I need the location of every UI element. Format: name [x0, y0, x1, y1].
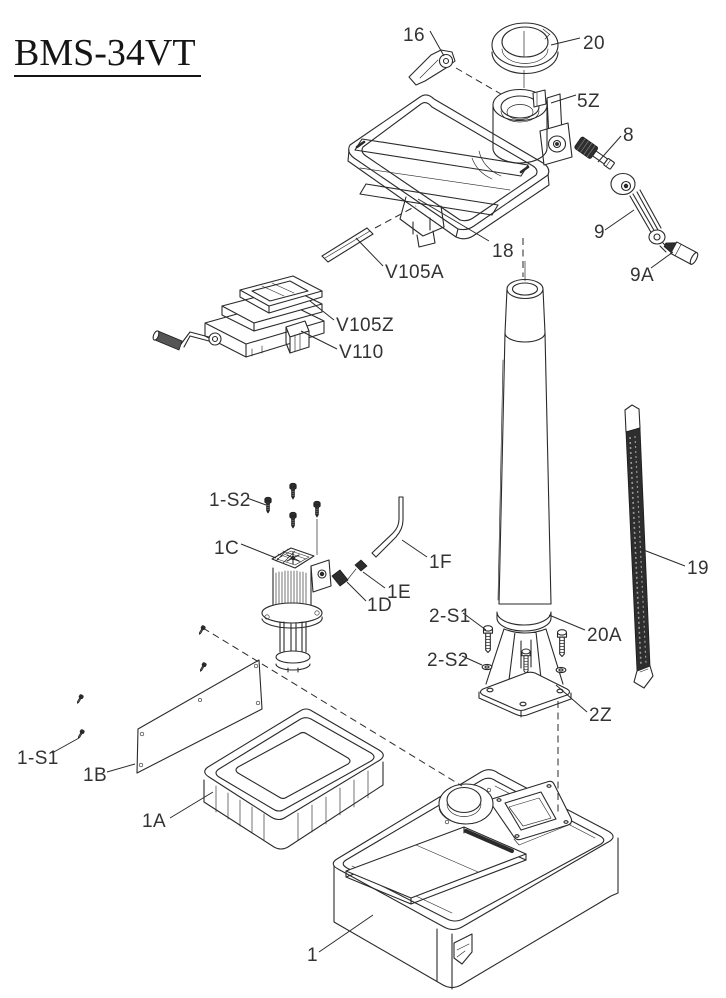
leader-1f: [401, 539, 428, 558]
leader-2s2: [461, 655, 483, 666]
leader-v105z: [309, 300, 335, 321]
callout-20: 20: [583, 33, 605, 54]
part-18-work-table-drawing: [347, 94, 550, 248]
part-5z-table-support-drawing: [492, 88, 573, 166]
callout-1: 1: [307, 945, 318, 966]
callout-2s1: 2-S1: [429, 606, 471, 627]
callout-20a: 20A: [587, 625, 622, 646]
part-column-drawing: [497, 278, 552, 605]
part-1f-pipe-drawing: [371, 496, 404, 558]
callout-1b: 1B: [83, 765, 107, 786]
leader-20: [550, 37, 581, 46]
leader-v105a: [355, 237, 384, 267]
part-1c-coolant-pump-drawing: [261, 547, 332, 673]
callout-16: 16: [403, 25, 425, 46]
part-1a-coolant-tank-drawing: [203, 708, 384, 850]
part-1d-fitting-drawing: [331, 569, 349, 587]
leader-2s1: [462, 612, 487, 631]
callout-18: 18: [492, 241, 514, 262]
callout-1a: 1A: [142, 811, 166, 832]
callout-1c: 1C: [214, 538, 239, 559]
callout-labels: 16 20 5Z 8 9 9A 18 V105A V105Z V110 1-S2…: [17, 25, 709, 966]
leader-1e: [362, 571, 386, 589]
part-9-crank-arm-drawing: [610, 172, 670, 253]
callout-1d: 1D: [367, 595, 392, 616]
part-v105a-bar-drawing: [321, 227, 374, 263]
part-1b-plate-drawing: [136, 659, 263, 774]
leader-2z: [555, 684, 588, 713]
part-16-lock-handle-drawing: [408, 49, 456, 86]
leader-1s2: [246, 497, 267, 506]
part-19-rack-drawing: [624, 404, 654, 689]
callout-5z: 5Z: [577, 91, 600, 112]
callout-v110: V110: [339, 342, 384, 363]
leader-1a: [169, 791, 214, 819]
leader-19: [640, 548, 686, 567]
leader-1s1: [51, 737, 80, 754]
leader-9: [604, 209, 635, 231]
leader-16: [429, 30, 445, 57]
part-v110-block-drawing: [285, 320, 310, 354]
callout-v105a: V105A: [385, 262, 444, 283]
leader-1d: [346, 581, 367, 602]
leader-1: [318, 914, 374, 953]
callout-8: 8: [623, 125, 634, 146]
callout-v105z: V105Z: [336, 315, 394, 336]
callout-9a: 9A: [630, 265, 654, 286]
callout-2z: 2Z: [589, 705, 612, 726]
callout-2s2: 2-S2: [427, 650, 469, 671]
alignment-lines: [202, 31, 559, 816]
leader-lines: [51, 30, 686, 953]
callout-1f: 1F: [429, 552, 452, 573]
leader-5z: [550, 94, 577, 104]
callout-1s2: 1-S2: [209, 490, 251, 511]
part-v105z-vise-drawing: [152, 275, 325, 358]
part-2z-column-base-drawing: [478, 628, 572, 718]
part-9a-crank-grip-drawing: [663, 241, 699, 265]
part-1e-fitting-drawing: [347, 559, 368, 580]
leader-18: [417, 198, 490, 242]
part-20-clamp-ring-drawing: [491, 22, 559, 75]
callout-1s1: 1-S1: [17, 748, 59, 769]
leader-20a: [548, 614, 586, 631]
leader-8: [597, 135, 622, 163]
leader-1c: [240, 543, 277, 559]
callout-19: 19: [687, 558, 709, 579]
callout-1e: 1E: [387, 582, 411, 603]
leader-1b: [106, 763, 136, 773]
part-8-clamp-bolt-drawing: [574, 136, 615, 170]
part-1-base-drawing: [332, 769, 619, 990]
part-1s2-screws-drawing: [264, 482, 321, 555]
leader-v110: [300, 330, 338, 350]
leader-9a: [650, 251, 674, 269]
callout-9: 9: [594, 222, 605, 243]
model-title: BMS-34VT: [14, 33, 201, 77]
part-20a-collar-drawing: [496, 611, 552, 632]
